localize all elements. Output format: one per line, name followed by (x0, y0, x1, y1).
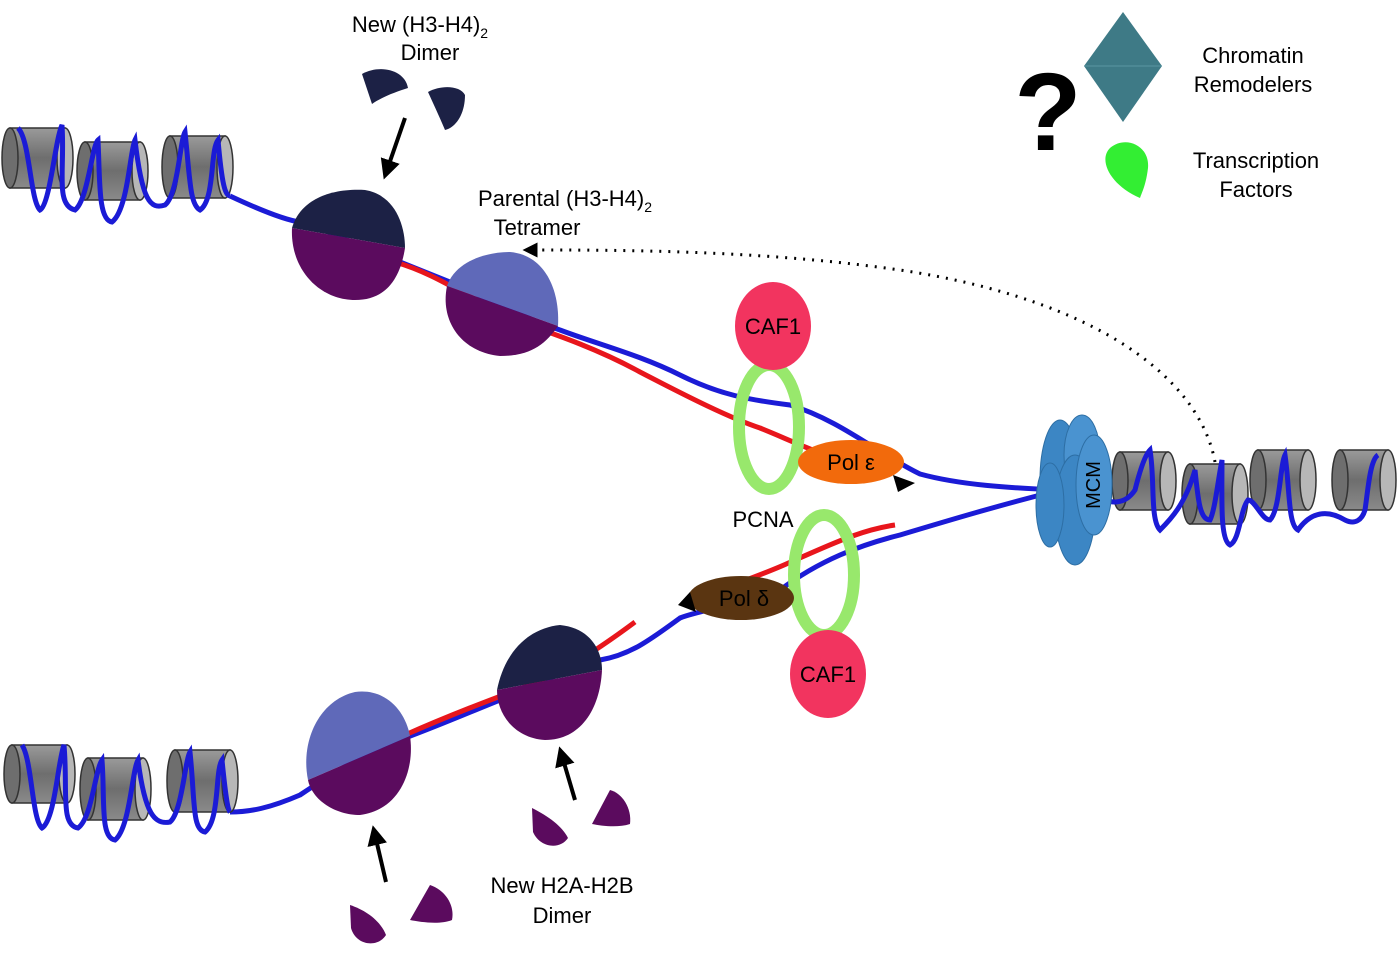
new-h3h4-label: New (H3-H4)2 (352, 12, 488, 41)
pcna-label: PCNA (732, 507, 793, 532)
pol-epsilon-label: Pol ε (827, 450, 875, 475)
tf-label-line2: Factors (1219, 177, 1292, 202)
parental-nucleosome-lower (306, 691, 411, 815)
new-h2a-h2b-dimer-right (532, 790, 631, 846)
mcm-helicase: MCM (1035, 414, 1113, 566)
dna-wrap (19, 743, 233, 843)
new-nucleosome-upper (291, 189, 405, 300)
legend: ? Chromatin Remodelers Transcription Fac… (1014, 12, 1319, 202)
chromatin-remodeler-icon (1084, 12, 1162, 122)
parental-label-line2: Tetramer (494, 215, 581, 240)
parental-nucleosome-upper (445, 252, 559, 356)
new-nucleosome-lower (497, 625, 602, 740)
incorporation-arrows (367, 117, 577, 883)
nucleosome (1, 127, 74, 189)
arrow-new-h2a-right (555, 746, 577, 801)
caf1-lower-label: CAF1 (800, 662, 856, 687)
dna-wrap (15, 123, 232, 225)
mcm-label: MCM (1083, 461, 1105, 509)
dna-wrap (1093, 444, 1380, 548)
pol-delta: Pol δ (678, 576, 794, 620)
nucleosome (1331, 449, 1397, 511)
caf1-upper: CAF1 (735, 282, 811, 370)
pcna-ring-upper (733, 359, 805, 495)
caf1-lower: CAF1 (790, 630, 866, 718)
new-h3h4-label-line2: Dimer (401, 40, 460, 65)
tf-label: Transcription (1193, 148, 1319, 173)
remodelers-label: Chromatin (1202, 43, 1303, 68)
remodelers-label-line2: Remodelers (1194, 72, 1313, 97)
new-h3h4-dimer (362, 69, 465, 130)
nucleosomes-right (1093, 444, 1397, 548)
new-h2a-h2b-label: New H2A-H2B (490, 873, 633, 898)
new-h2a-h2b-dimer-left (350, 885, 453, 944)
question-mark: ? (1014, 51, 1081, 174)
transcription-factor-icon (1105, 142, 1149, 198)
arrow-new-h3h4 (380, 117, 407, 180)
new-h2a-h2b-label-line2: Dimer (533, 903, 592, 928)
nucleosomes-upper-left (1, 123, 234, 225)
parental-label: Parental (H3-H4)2 (478, 186, 652, 215)
arrow-new-h2a-left (367, 825, 388, 883)
caf1-upper-label: CAF1 (745, 314, 801, 339)
pol-epsilon: Pol ε (798, 440, 915, 492)
pol-delta-label: Pol δ (719, 586, 769, 611)
nucleosomes-lower-left (3, 743, 239, 843)
